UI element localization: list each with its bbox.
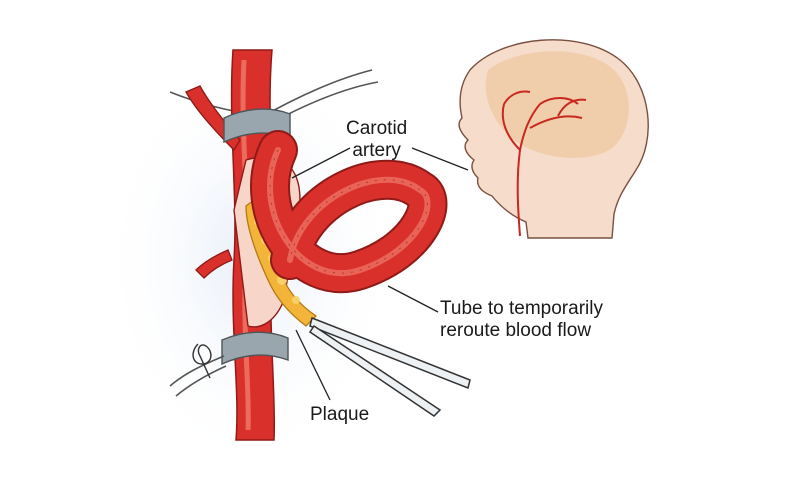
- plaque-label-text: Plaque: [310, 404, 370, 425]
- plaque-label: Plaque: [310, 404, 369, 426]
- surgical-forceps-icon: [308, 316, 471, 417]
- artist-signature-icon: [192, 343, 212, 379]
- leader-lines: [291, 147, 469, 401]
- lower-retraction-strings: [169, 355, 227, 397]
- shunt-tube: [250, 130, 448, 293]
- carotid-label-line2: artery: [352, 140, 401, 161]
- lower-clamp: [221, 331, 289, 366]
- carotid-artery-label: Carotid artery: [346, 118, 407, 162]
- carotid-label-line1: Carotid: [346, 118, 408, 139]
- head-profile-illustration: [458, 39, 649, 239]
- tube-label-line1: Tube to temporarily: [440, 298, 603, 319]
- tube-label-line2: reroute blood flow: [440, 320, 592, 341]
- tube-label: Tube to temporarily reroute blood flow: [440, 298, 603, 342]
